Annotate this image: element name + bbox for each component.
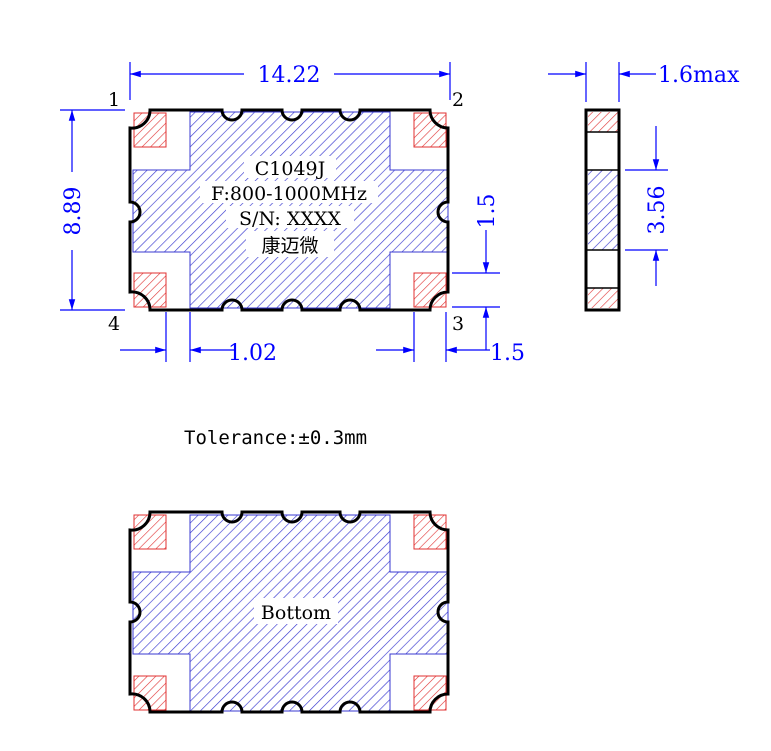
marking-line2: F:800-1000MHz: [211, 183, 367, 205]
marking-line4: 康迈微: [261, 235, 318, 257]
bottom-pad-1: [133, 514, 167, 550]
bottom-label: Bottom: [261, 602, 331, 624]
bottom-pad-2: [413, 514, 447, 550]
dim-thickness: 1.6max: [658, 63, 740, 88]
top-pad-1: [133, 112, 167, 148]
top-pad-2: [413, 112, 447, 148]
dim-pad-size-right: 1.5: [475, 194, 500, 229]
dimension-lines: [60, 62, 668, 362]
dim-length: 14.22: [258, 63, 321, 88]
dim-pad-gap: 1.02: [228, 341, 277, 366]
dim-center-pad: 3.56: [645, 186, 670, 235]
bottom-view: Bottom: [128, 510, 450, 714]
marking-line3: S/N: XXXX: [239, 208, 341, 230]
top-pad-3: [413, 272, 447, 308]
dim-height: 8.89: [61, 187, 86, 236]
top-view: C1049J F:800-1000MHz S/N: XXXX 康迈微 1 2 3…: [108, 89, 464, 335]
pin-1-label: 1: [108, 89, 120, 111]
side-outline: [584, 108, 621, 312]
marking-line1: C1049J: [255, 158, 326, 180]
side-view: [584, 108, 621, 312]
pin-3-label: 3: [452, 313, 464, 335]
dim-pad-size-bottom: 1.5: [490, 341, 525, 366]
tolerance-note: Tolerance:±0.3mm: [184, 427, 367, 449]
pin-4-label: 4: [108, 313, 120, 335]
top-outline: [128, 108, 450, 312]
side-pad-top: [588, 112, 618, 132]
pin-2-label: 2: [452, 89, 464, 111]
top-pad-4: [133, 272, 167, 308]
marking: C1049J F:800-1000MHz S/N: XXXX 康迈微: [200, 156, 378, 257]
side-pad-center: [588, 170, 618, 250]
bottom-outline: [128, 510, 450, 714]
side-pad-bottom: [588, 288, 618, 308]
bottom-pad-3: [413, 675, 447, 711]
